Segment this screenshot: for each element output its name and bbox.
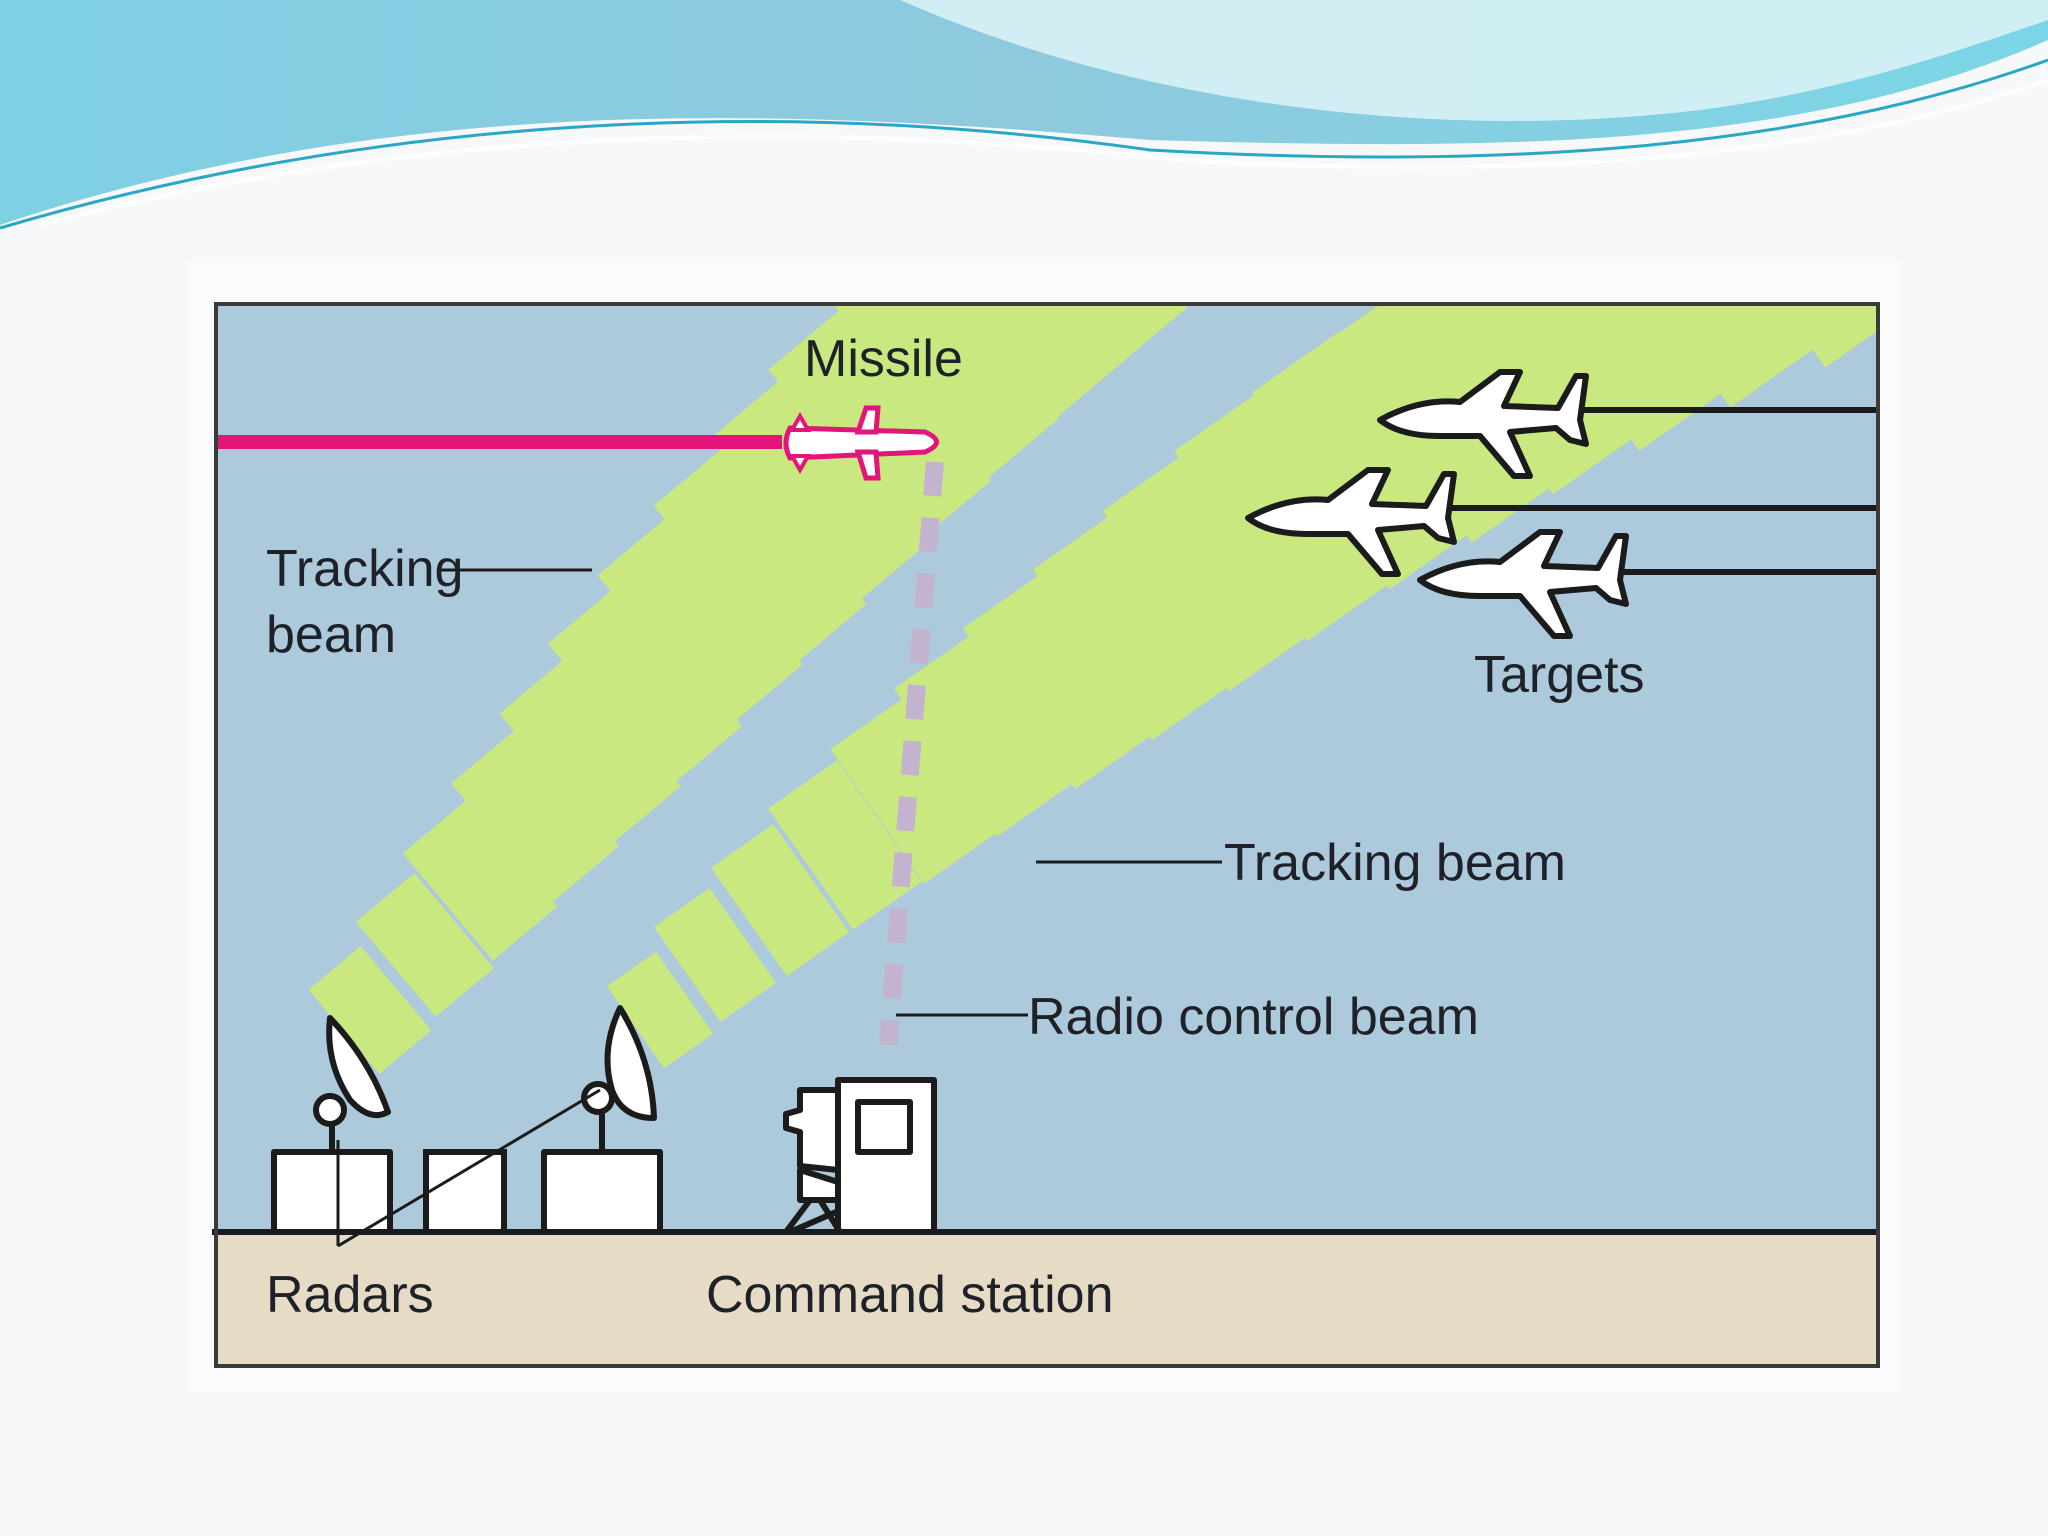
slide-header-wave: [0, 0, 2048, 230]
tracking-beam-left-label-line1: Tracking: [266, 540, 463, 598]
radar-dish-1-icon: [271, 1015, 393, 1235]
target-jet-3-icon: [1417, 529, 1629, 639]
radars-pointer-lines: [336, 1088, 601, 1248]
figure-border: [214, 302, 1880, 1368]
radio-control-beam: [879, 461, 944, 1046]
banner-wave-light: [900, 0, 2048, 121]
missile-icon: [783, 405, 939, 481]
radars-label: Radars: [266, 1266, 434, 1324]
tracking-beam-right-label: Tracking beam: [1224, 834, 1566, 892]
target-trails: [1445, 407, 1878, 575]
banner-wave-line-2: [39, 78, 2048, 227]
label-pointer-lines: [440, 568, 1222, 1017]
ground-area: [216, 1232, 1878, 1366]
command-station-icon: [783, 1077, 937, 1235]
tracking-beam-left-label-line2: beam: [266, 606, 396, 664]
radio-control-beam-label: Radio control beam: [1028, 988, 1479, 1046]
target-jet-1-icon: [1377, 369, 1589, 479]
banner-wave-line: [0, 58, 2048, 230]
targets-label: Targets: [1474, 646, 1645, 704]
missile-label: Missile: [804, 330, 963, 388]
command-station-label: Command station: [706, 1266, 1114, 1324]
target-jet-2-icon: [1245, 467, 1457, 577]
radar-hut: [423, 1149, 507, 1235]
